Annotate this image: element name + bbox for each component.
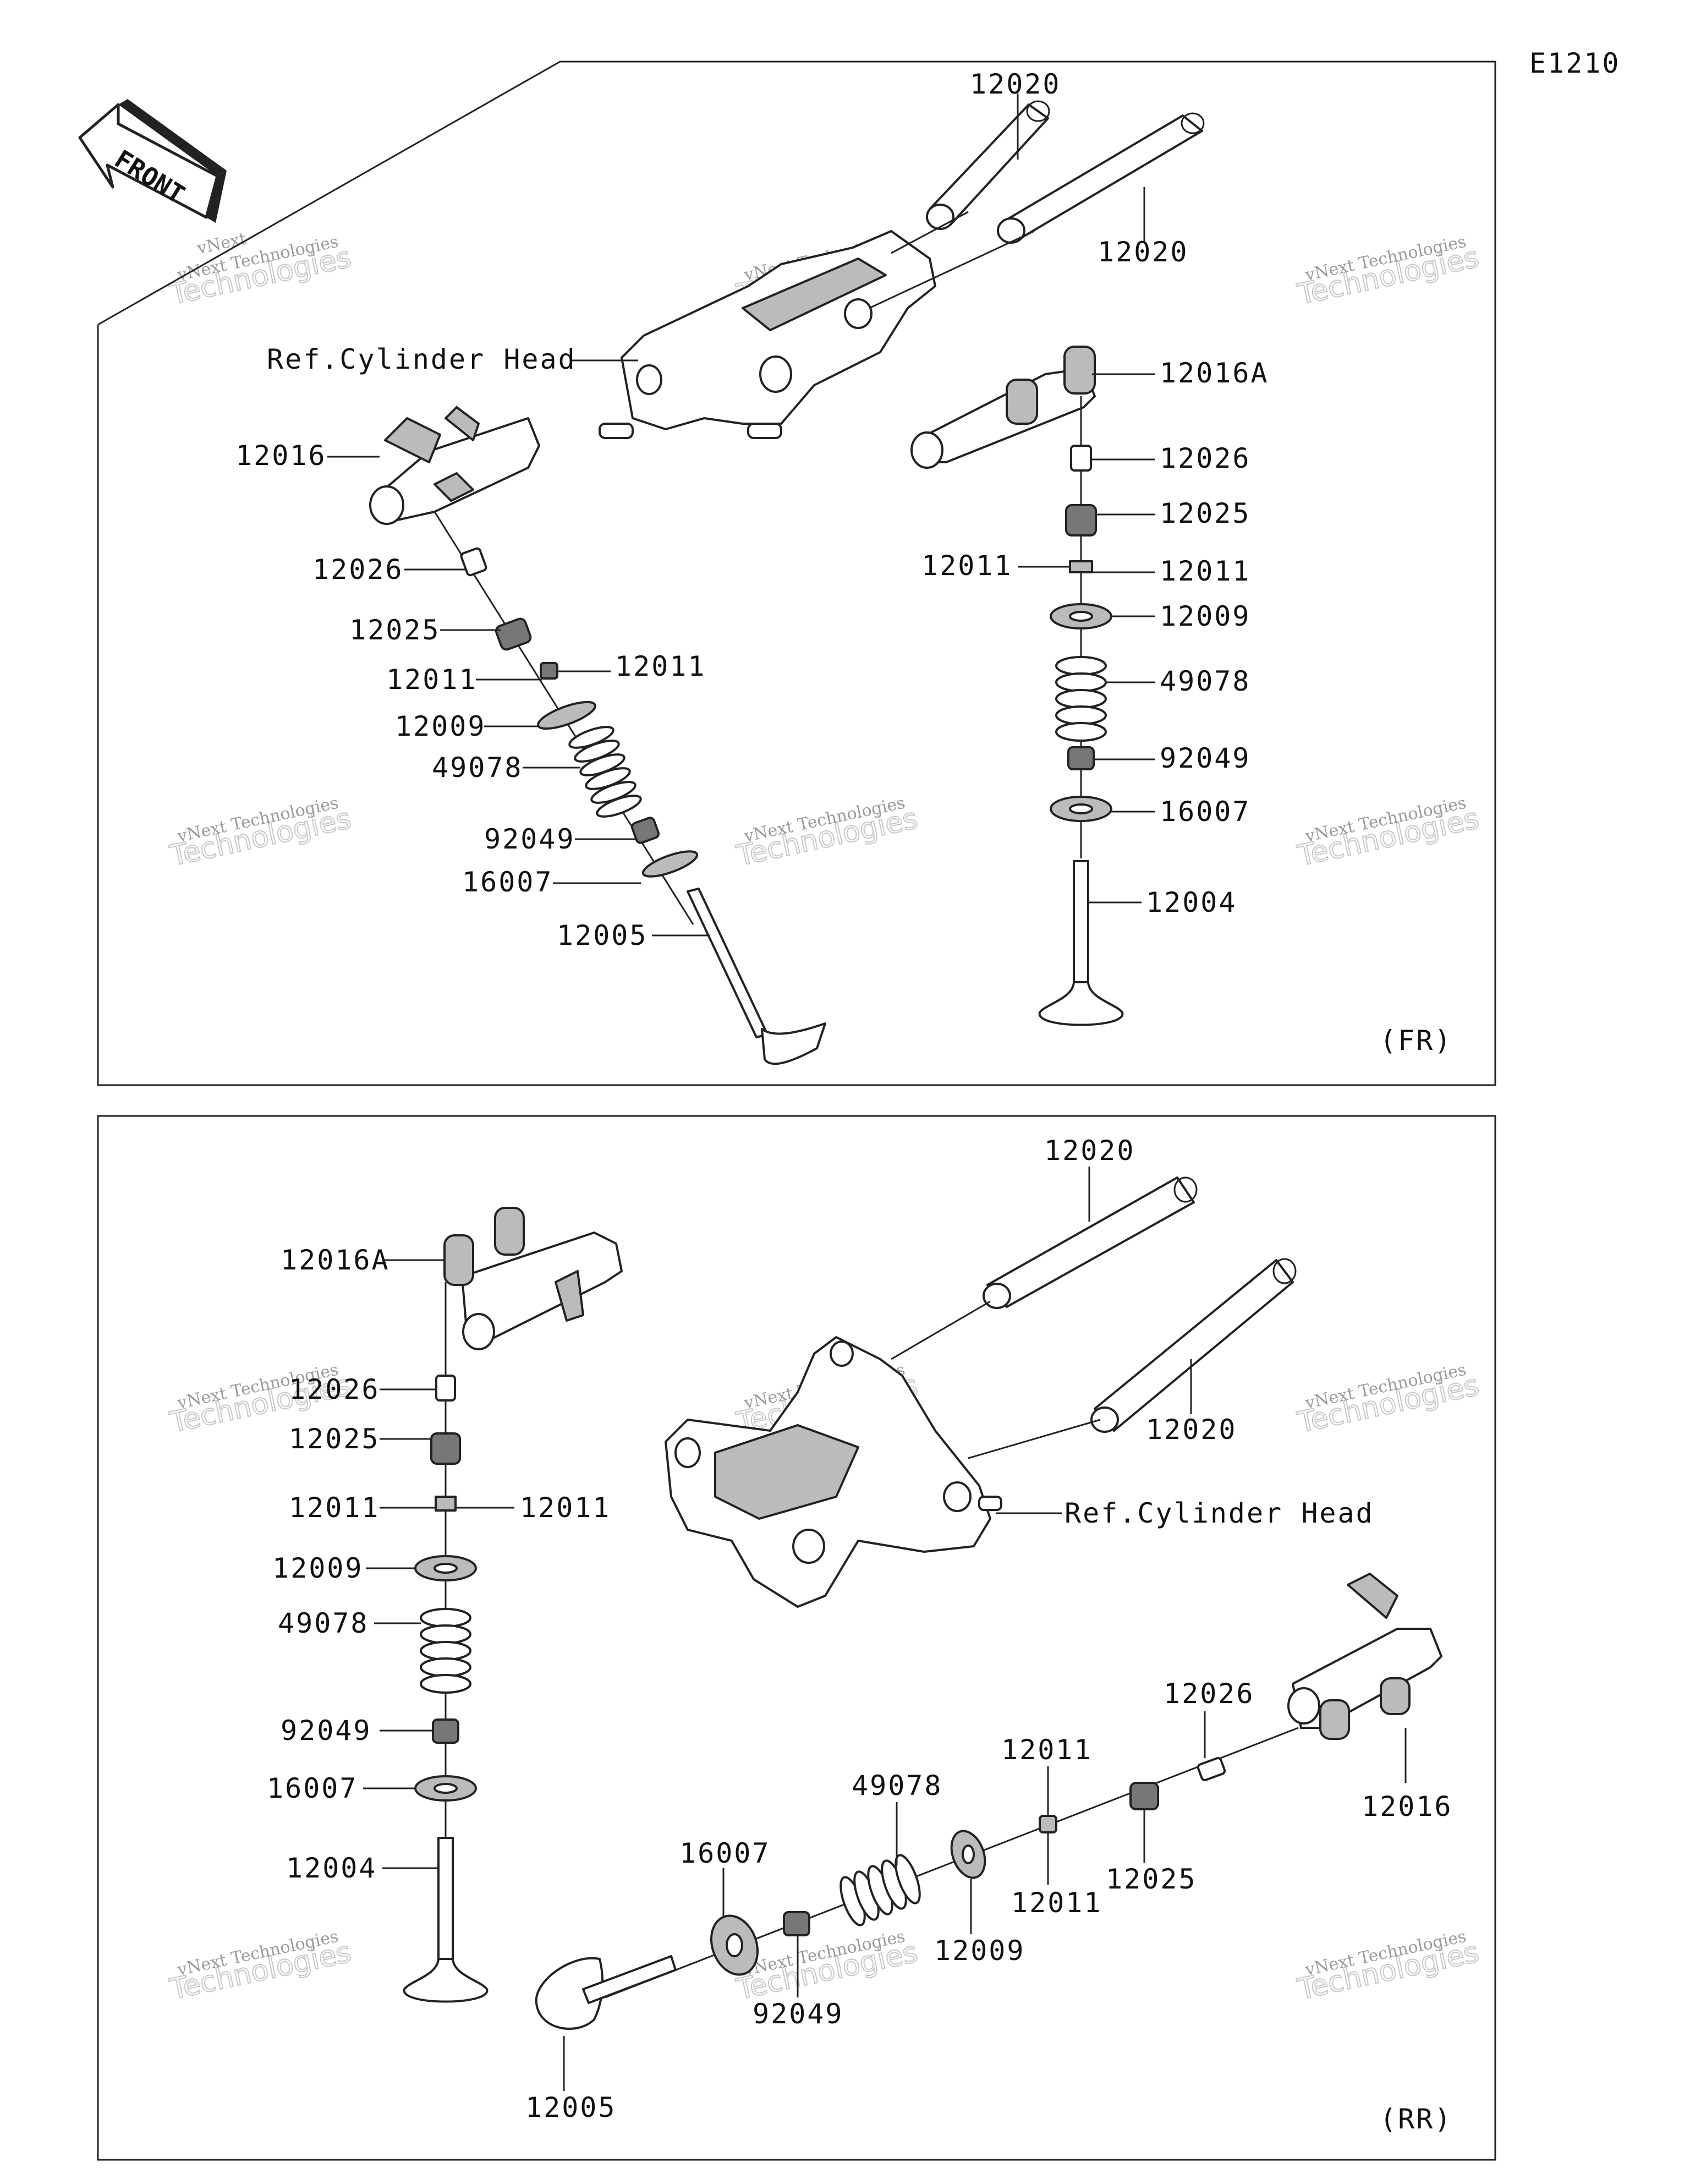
label-16007: 16007 — [1160, 796, 1251, 828]
label-49078: 49078 — [852, 1770, 943, 1802]
label-12011: 12011 — [615, 650, 706, 682]
label-49078: 49078 — [278, 1607, 369, 1639]
label-16007: 16007 — [679, 1837, 771, 1869]
right-valve-spring — [1055, 656, 1107, 742]
label-12011: 12011 — [1011, 1887, 1102, 1919]
label-12025: 12025 — [289, 1423, 380, 1455]
label-12016: 12016 — [235, 440, 327, 472]
rocker-arm-left — [369, 406, 540, 525]
front-arrow-icon: FRONT — [78, 99, 227, 223]
label-12026: 12026 — [312, 554, 404, 585]
label-12011: 12011 — [520, 1492, 611, 1524]
label-12026: 12026 — [1164, 1678, 1255, 1710]
diagram-code: E1210 — [1529, 47, 1621, 79]
label-12011: 12011 — [1160, 555, 1251, 587]
label-12011: 12011 — [289, 1492, 380, 1524]
label-12026: 12026 — [289, 1373, 380, 1405]
label-12025: 12025 — [1160, 497, 1251, 529]
rocker-arm-upper — [443, 1207, 623, 1350]
label-12004: 12004 — [286, 1852, 377, 1884]
horizontal-valve-spring — [839, 1854, 921, 1926]
right-valve-stack — [1038, 396, 1124, 1026]
label-12025: 12025 — [1106, 1863, 1197, 1895]
label-92049: 92049 — [484, 823, 575, 855]
vertical-valve-spring — [420, 1608, 471, 1694]
label-49078: 49078 — [432, 752, 523, 784]
label-12009: 12009 — [934, 1935, 1025, 1967]
label-12016A: 12016A — [1160, 357, 1269, 389]
label-12005: 12005 — [557, 919, 648, 951]
label-12011: 12011 — [386, 664, 478, 696]
vertical-valve-stack — [403, 1282, 489, 2003]
label-92049: 92049 — [753, 1998, 844, 2030]
front-leaders — [327, 94, 1155, 937]
label-12020: 12020 — [1146, 1414, 1237, 1446]
rear-leaders — [363, 1167, 1407, 2091]
label-92049: 92049 — [1160, 742, 1251, 774]
label-12009: 12009 — [272, 1552, 364, 1584]
label-12020: 12020 — [1044, 1135, 1135, 1167]
label-12004: 12004 — [1146, 886, 1237, 918]
cylinder-head — [599, 211, 1035, 439]
label-12009: 12009 — [395, 710, 486, 742]
label-12020: 12020 — [1098, 236, 1189, 268]
label-12016A: 12016A — [281, 1244, 390, 1276]
rocker-shaft-2 — [1090, 1258, 1297, 1433]
left-valve-spring — [568, 726, 642, 818]
front-panel-tag: (FR) — [1380, 1025, 1452, 1057]
label-49078: 49078 — [1160, 665, 1251, 697]
cylinder-head — [665, 1300, 1101, 1608]
front-panel: (FR) — [97, 61, 1496, 1086]
rocker-shaft-2 — [997, 112, 1205, 244]
label-12026: 12026 — [1160, 442, 1251, 474]
label-12005: 12005 — [525, 2092, 617, 2123]
rear-panel-tag: (RR) — [1380, 2103, 1452, 2135]
label-16007: 16007 — [462, 866, 553, 898]
label-12020: 12020 — [970, 68, 1061, 100]
ref-cylinder-head-label: Ref.Cylinder Head — [1065, 1497, 1374, 1529]
label-12009: 12009 — [1160, 600, 1251, 632]
horizontal-valve-stack — [535, 1727, 1299, 2030]
rocker-arm-lower — [1287, 1573, 1442, 1740]
label-12025: 12025 — [349, 614, 441, 646]
label-12016: 12016 — [1362, 1791, 1453, 1822]
label-12011: 12011 — [1001, 1734, 1093, 1766]
label-12011: 12011 — [921, 550, 1013, 582]
left-valve-stack — [434, 511, 826, 1065]
label-16007: 16007 — [267, 1772, 358, 1804]
rocker-arm-right — [910, 346, 1096, 469]
ref-cylinder-head-label: Ref.Cylinder Head — [267, 343, 577, 375]
rear-panel: (RR) — [97, 1115, 1496, 2161]
label-92049: 92049 — [281, 1715, 372, 1747]
